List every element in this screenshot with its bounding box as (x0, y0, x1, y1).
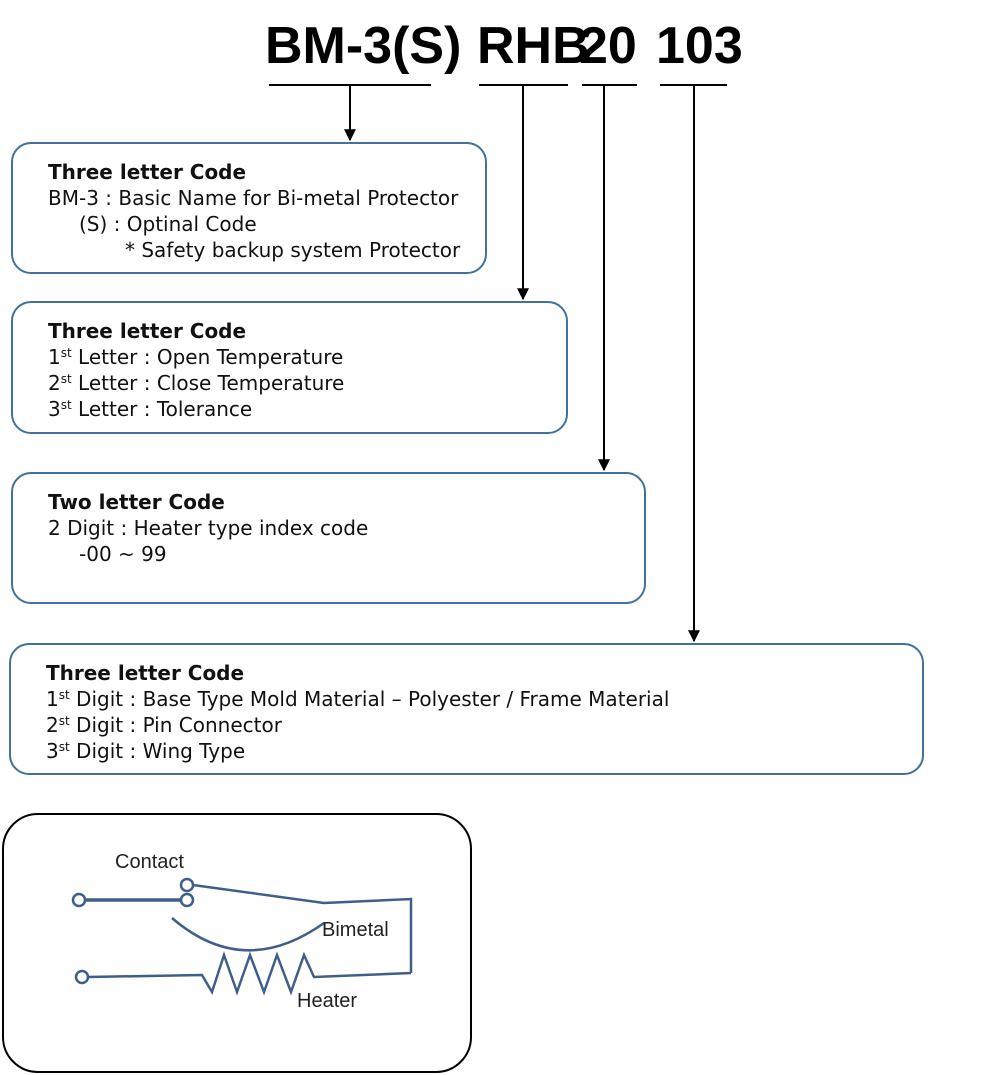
box-line: 3st Letter : Tolerance (48, 397, 253, 421)
box-base-code: Three letter Code 1st Digit : Base Type … (9, 643, 924, 775)
part-code-heater: 20 (579, 17, 637, 75)
part-code-series: BM-3(S) (265, 17, 462, 75)
bimetal-label: Bimetal (322, 919, 389, 941)
terminal-top (71, 892, 87, 908)
part-code-temperature: RHB (477, 17, 590, 75)
box-line: 2 Digit : Heater type index code (48, 516, 369, 540)
box-title: Three letter Code (48, 319, 247, 343)
bimetal-arc (171, 917, 325, 952)
heater-label: Heater (297, 990, 358, 1012)
box-temperature-code: Three letter Code 1st Letter : Open Temp… (11, 301, 568, 434)
box-line: 1st Digit : Base Type Mold Material – Po… (46, 687, 670, 711)
box-line: BM-3 : Basic Name for Bi-metal Protector (48, 186, 459, 210)
box-line: * Safety backup system Protector (125, 238, 461, 262)
box-line: 3st Digit : Wing Type (46, 739, 246, 763)
schematic-drawing (71, 877, 413, 996)
box-line: -00 ~ 99 (79, 542, 167, 566)
underline-heater (582, 84, 637, 86)
box-line: 2st Digit : Pin Connector (46, 713, 282, 737)
box-series-code: Three letter Code BM-3 : Basic Name for … (11, 142, 487, 274)
box-title: Three letter Code (48, 160, 247, 184)
bimetal-strip (192, 883, 413, 973)
box-heater-code: Two letter Code 2 Digit : Heater type in… (11, 472, 646, 604)
box-title: Two letter Code (48, 490, 225, 514)
box-title: Three letter Code (46, 661, 245, 685)
terminal-bottom (74, 969, 90, 985)
box-line: 2st Letter : Close Temperature (48, 371, 345, 395)
contact-point-lower (179, 892, 195, 908)
circuit-schematic: Contact Bimetal Heater (2, 813, 472, 1073)
part-code-base: 103 (656, 17, 743, 75)
box-line: 1st Letter : Open Temperature (48, 345, 344, 369)
contact-point-upper (179, 877, 195, 893)
heater-wire (87, 951, 412, 996)
box-line: (S) : Optinal Code (79, 212, 257, 236)
contact-label: Contact (115, 851, 184, 873)
connector-arrows (344, 85, 700, 643)
